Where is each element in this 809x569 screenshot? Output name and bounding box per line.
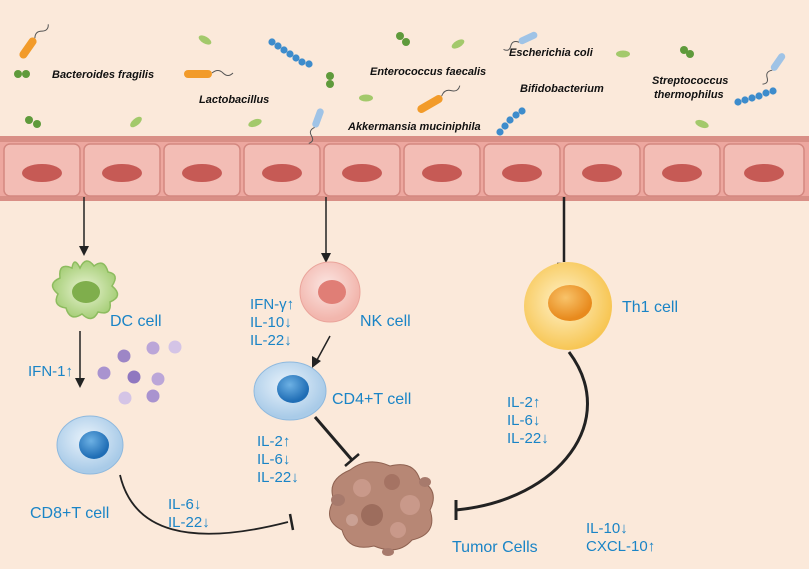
cytokine-particles bbox=[97, 340, 182, 405]
nk-cell-icon bbox=[299, 261, 361, 323]
label-cd4-t-cell: CD4+T cell bbox=[332, 391, 412, 408]
rod-bacterium-icon bbox=[417, 85, 461, 113]
label-bacteroides-fragilis: Bacteroides fragilis bbox=[52, 69, 155, 81]
cytokine-item: IL-22↓ bbox=[257, 469, 299, 486]
label-thermophilus: thermophilus bbox=[654, 89, 724, 101]
label-lactobacillus: Lactobacillus bbox=[199, 94, 270, 106]
cytokine-item: IL-6↓ bbox=[507, 412, 541, 429]
cytokine-item: IL-22↓ bbox=[168, 514, 210, 531]
chain-bacterium-icon bbox=[268, 38, 313, 68]
pathway-connectors bbox=[75, 197, 589, 535]
bacteria-icons bbox=[14, 24, 786, 144]
cd8-inhibit-line bbox=[119, 474, 289, 535]
cytokine-item: IFN-γ↑ bbox=[250, 296, 295, 313]
label-tumor-cells: Tumor Cells bbox=[452, 539, 538, 556]
flagellated-bacterium-icon bbox=[762, 53, 786, 85]
cytokine-item: IL-6↓ bbox=[257, 451, 291, 468]
label-akkermansia-muciniphila: Akkermansia muciniphila bbox=[348, 121, 481, 133]
cd4-inhibit-line bbox=[313, 416, 354, 461]
rod-bacterium-icon bbox=[19, 24, 49, 59]
flagellated-bacterium-icon bbox=[503, 31, 538, 51]
label-enterococcus-faecalis: Enterococcus faecalis bbox=[370, 66, 487, 78]
cytokine-item: IL-6↓ bbox=[168, 496, 202, 513]
cytokine-item: IL-10↓ bbox=[586, 520, 628, 537]
cytokine-item: IL-2↑ bbox=[257, 433, 291, 450]
cytokine-item: IL-10↓ bbox=[250, 314, 292, 331]
cytokine-item: IL-22↓ bbox=[250, 332, 292, 349]
label-th1-cell: Th1 cell bbox=[622, 299, 679, 316]
th1-cell-icon bbox=[524, 262, 612, 350]
cytokines-cd4: IL-2↑ IL-6↓ IL-22↓ bbox=[257, 433, 299, 487]
coccus-pair-icons bbox=[14, 32, 694, 128]
label-cd8-t-cell: CD8+T cell bbox=[30, 505, 110, 522]
chain-bacterium-icon bbox=[734, 87, 777, 106]
rod-bacterium-icon bbox=[184, 70, 234, 78]
th1-inhibit-line bbox=[455, 351, 589, 512]
label-nk-cell: NK cell bbox=[360, 313, 411, 330]
label-escherichia-coli: Escherichia coli bbox=[509, 47, 593, 59]
cytokine-item: IL-2↑ bbox=[507, 394, 541, 411]
label-bifidobacterium: Bifidobacterium bbox=[520, 83, 604, 95]
cytokine-item: CXCL-10↑ bbox=[586, 538, 656, 555]
cytokines-tumor: IL-10↓ CXCL-10↑ bbox=[586, 520, 655, 556]
cd4-t-cell-icon bbox=[253, 361, 327, 421]
label-streptococcus: Streptococcus bbox=[652, 75, 729, 87]
cytokines-dc: IFN-1↑ bbox=[28, 363, 73, 381]
intestinal-epithelium bbox=[0, 136, 809, 201]
cytokine-item: IL-22↓ bbox=[507, 430, 549, 447]
chain-bacterium-icon bbox=[496, 107, 526, 136]
tumor-cells-icon bbox=[329, 461, 434, 556]
cytokines-nk: IFN-γ↑ IL-10↓ IL-22↓ bbox=[250, 296, 294, 350]
dc-cell-icon bbox=[51, 260, 119, 320]
green-bacterium-icons bbox=[130, 35, 709, 129]
nk-to-cd4-arrow bbox=[316, 335, 331, 361]
cytokine-item: IFN-1↑ bbox=[28, 363, 73, 380]
cytokines-cd8: IL-6↓ IL-22↓ bbox=[168, 496, 210, 532]
flagellated-bacterium-icon bbox=[308, 108, 324, 144]
label-dc-cell: DC cell bbox=[110, 313, 162, 330]
cytokines-th1: IL-2↑ IL-6↓ IL-22↓ bbox=[507, 394, 549, 448]
cd8-t-cell-icon bbox=[56, 415, 124, 475]
